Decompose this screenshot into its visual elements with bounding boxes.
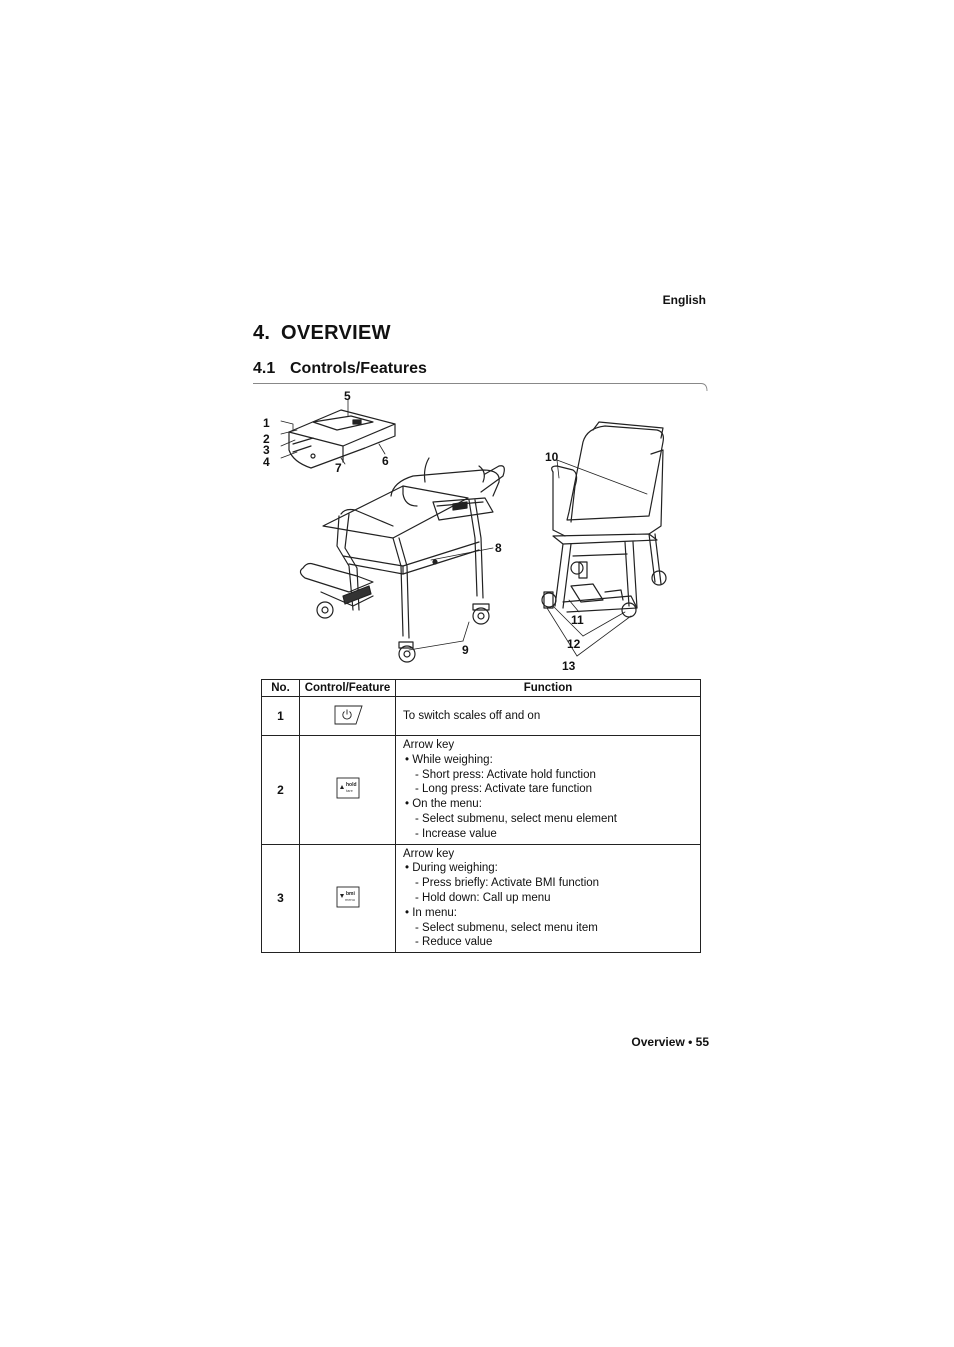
callout-7: 7	[335, 461, 342, 475]
callout-9: 9	[462, 643, 469, 657]
header-function: Function	[395, 679, 701, 697]
callout-2: 2	[263, 432, 270, 446]
tare-key-text: tare	[346, 788, 354, 793]
callout-3: 3	[263, 443, 270, 457]
callout-13: 13	[562, 659, 576, 673]
power-key-icon	[334, 705, 363, 724]
callout-8: 8	[495, 541, 502, 555]
menu-key-text: menu	[345, 897, 355, 902]
row-number: 3	[261, 843, 300, 954]
function-cell: Arrow key • While weighing: - Short pres…	[395, 735, 701, 845]
display-terminal-drawing	[288, 409, 396, 469]
function-line: - Press briefly: Activate BMI function	[415, 877, 600, 890]
callout-12: 12	[567, 637, 581, 651]
function-line: • On the menu:	[405, 798, 482, 811]
section-heading: 4. OVERVIEW	[253, 322, 391, 345]
table-row: 3 bmi menu Arrow key • During weighing: …	[261, 843, 701, 954]
function-line: - Select submenu, select menu item	[415, 921, 598, 934]
function-line: To switch scales off and on	[403, 710, 541, 722]
function-line: - Select submenu, select menu element	[415, 812, 617, 825]
callout-11: 11	[571, 613, 584, 627]
row-number: 1	[261, 696, 300, 736]
function-line: - Short press: Activate hold function	[415, 768, 596, 781]
subsection-title: Controls/Features	[290, 360, 427, 377]
callout-1: 1	[263, 416, 270, 430]
row-number: 2	[261, 735, 300, 845]
language-label: English	[662, 293, 706, 307]
function-line: - Increase value	[415, 827, 497, 840]
callout-4: 4	[263, 455, 270, 469]
table-row: 1 To switch scales off and on	[261, 696, 701, 736]
chair-side-view-drawing	[541, 421, 667, 618]
control-cell	[299, 696, 396, 736]
function-line: Arrow key	[403, 739, 455, 751]
table-header-row: No. Control/Feature Function	[261, 679, 701, 697]
function-line: - Long press: Activate tare function	[415, 783, 593, 796]
header-control: Control/Feature	[299, 679, 396, 697]
control-cell: bmi menu	[299, 843, 396, 954]
page-footer: Overview • 55	[631, 1035, 709, 1049]
function-line: - Reduce value	[415, 936, 493, 949]
hold-key-text: hold	[346, 782, 357, 788]
control-cell: hold tare	[299, 735, 396, 845]
subsection-heading: 4.1 Controls/Features	[253, 360, 427, 378]
callout-5: 5	[344, 389, 351, 403]
chair-front-view-drawing	[299, 457, 505, 663]
section-number: 4.	[253, 322, 271, 344]
header-no: No.	[261, 679, 300, 697]
function-line: - Hold down: Call up menu	[415, 891, 551, 904]
function-cell: To switch scales off and on	[395, 696, 701, 736]
function-cell: Arrow key • During weighing: - Press bri…	[395, 843, 701, 954]
callout-6: 6	[382, 454, 389, 468]
function-line: • In menu:	[405, 906, 457, 919]
subsection-number: 4.1	[253, 360, 276, 377]
up-arrow-hold-key-icon: hold tare	[336, 777, 359, 799]
function-line: Arrow key	[403, 847, 455, 860]
scale-chair-illustration: 5 1 2 3 4 7 6 10 8 11 9 12 13	[263, 389, 667, 673]
table-row: 2 hold tare Arrow key • While weighing: …	[261, 735, 701, 845]
section-title: OVERVIEW	[281, 322, 391, 344]
bmi-key-text: bmi	[346, 891, 356, 897]
callout-10: 10	[545, 450, 559, 464]
function-line: • During weighing:	[405, 862, 498, 875]
function-line: • While weighing:	[405, 753, 493, 766]
section-rule	[253, 383, 708, 392]
controls-table: No. Control/Feature Function 1 To switch…	[261, 679, 701, 954]
down-arrow-bmi-key-icon: bmi menu	[336, 886, 359, 908]
